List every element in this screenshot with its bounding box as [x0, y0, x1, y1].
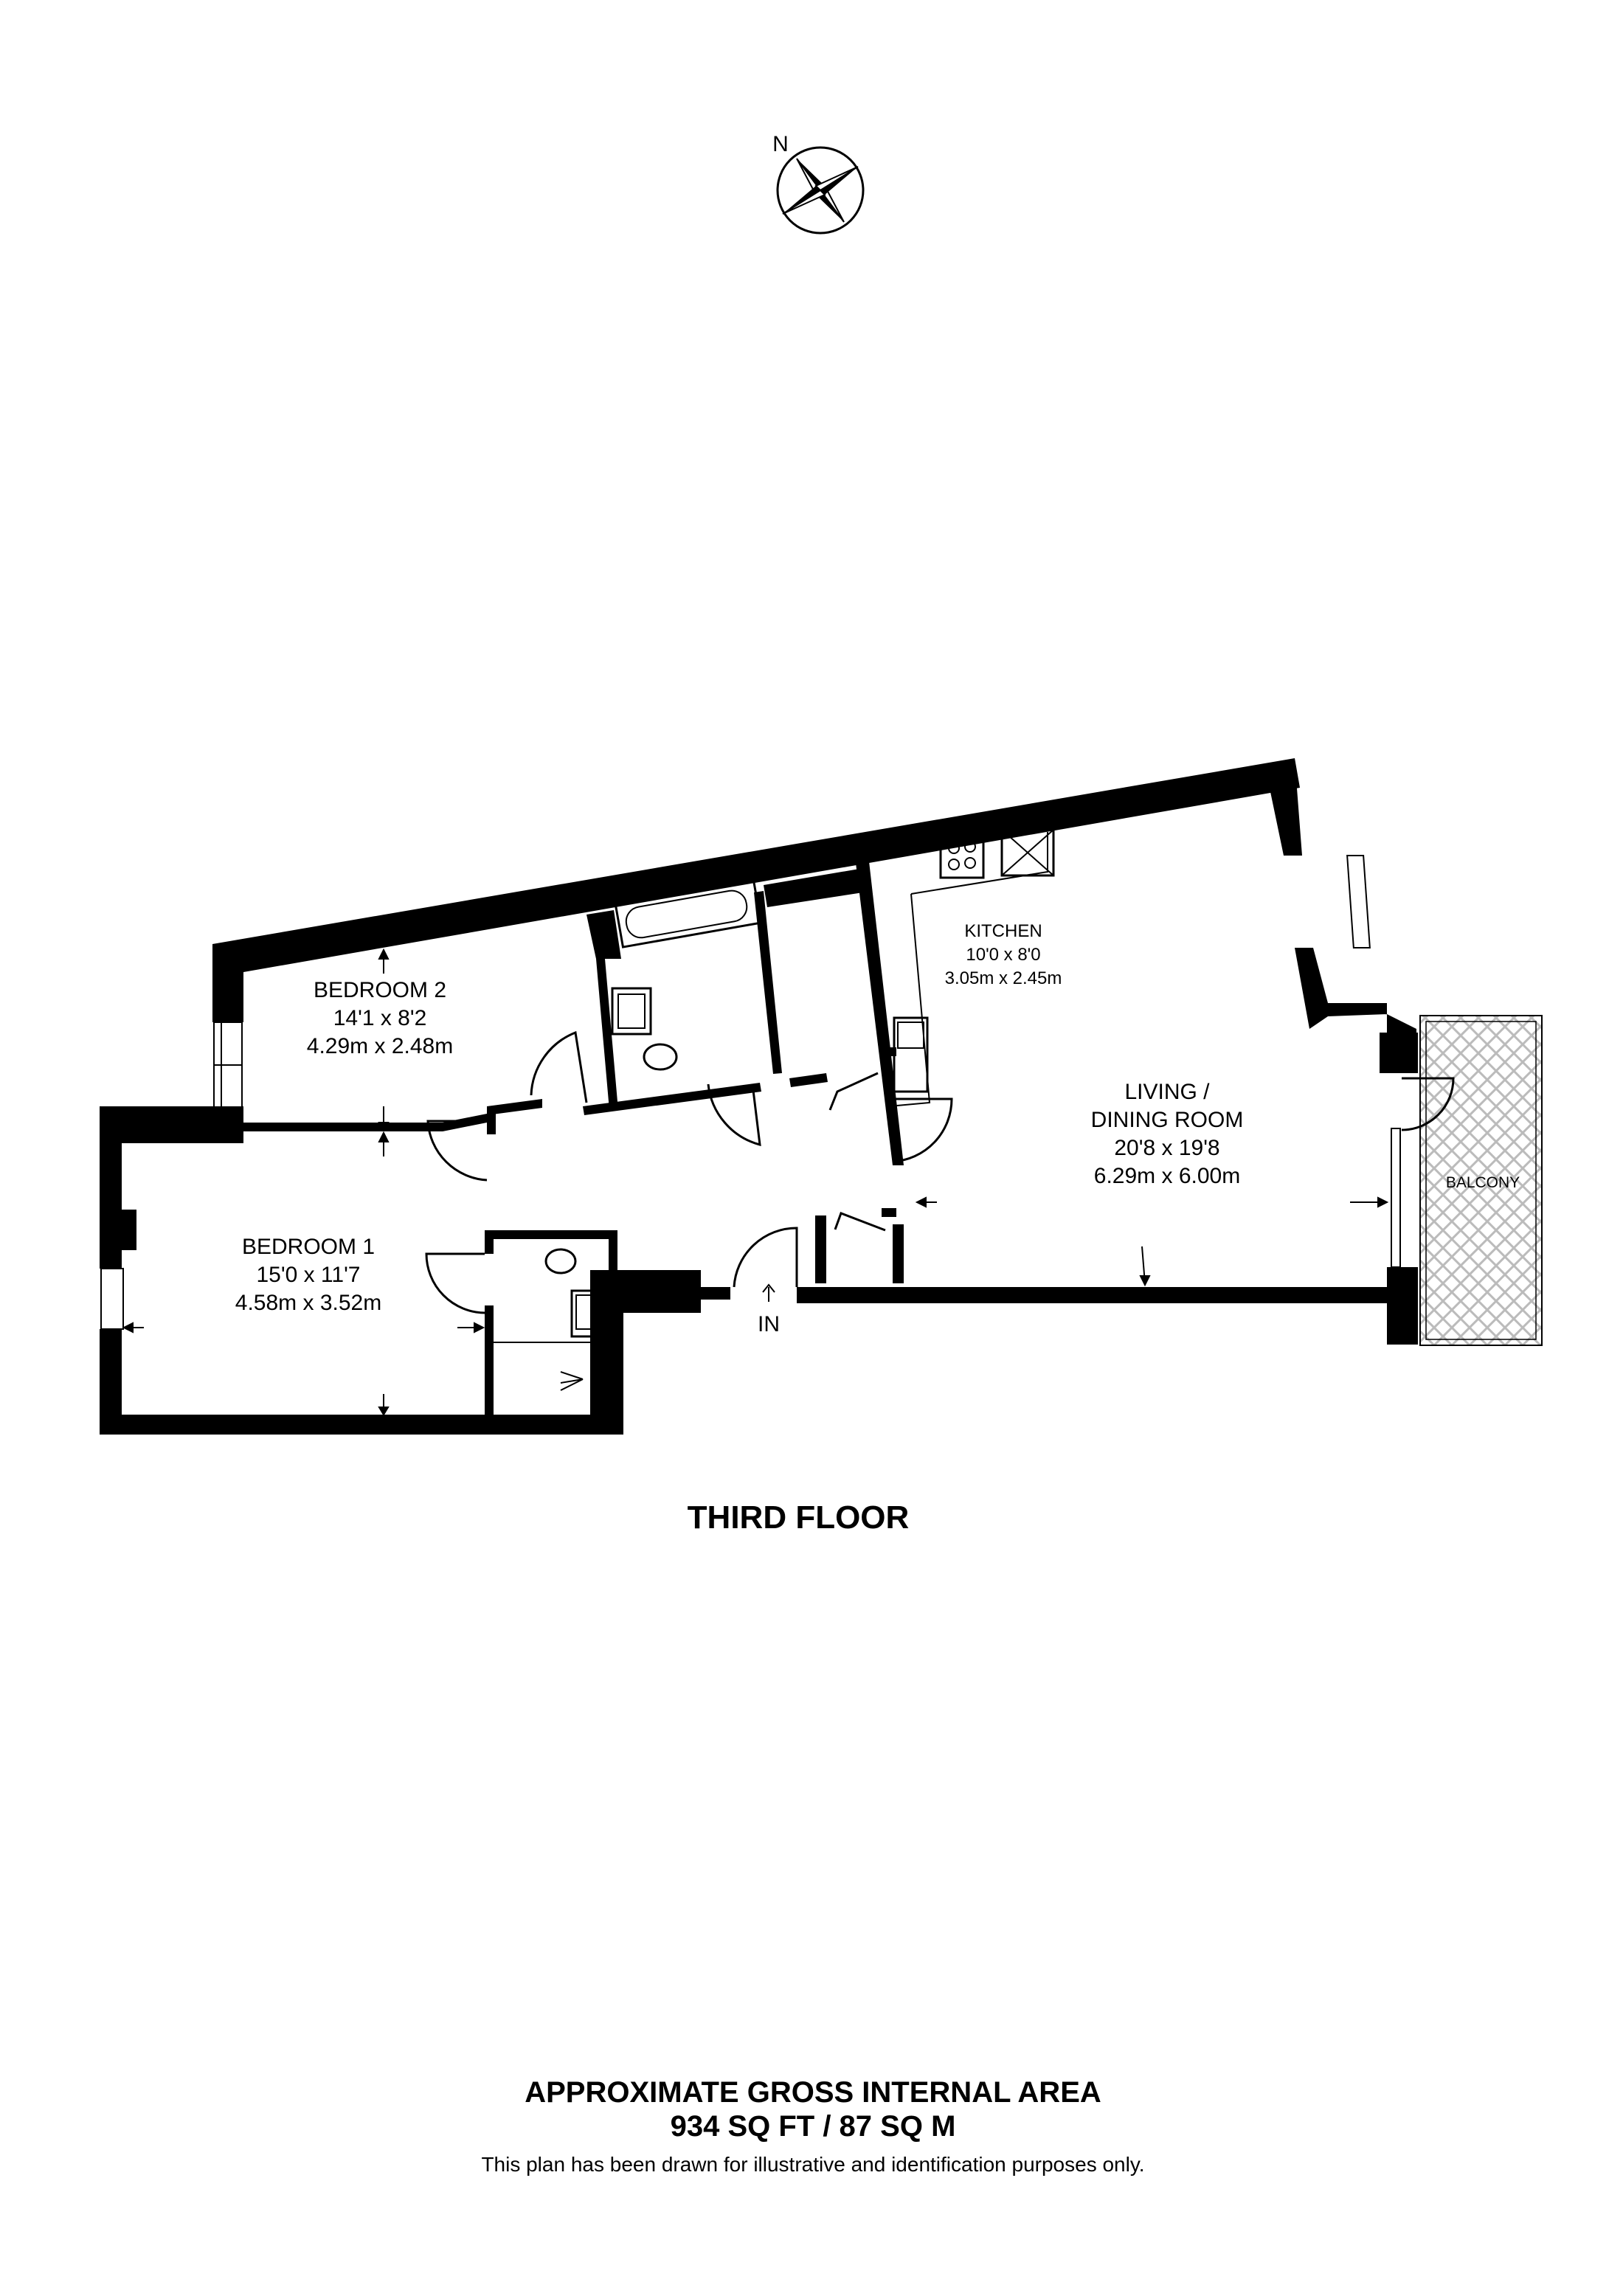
- room-name: BEDROOM 2: [314, 978, 446, 1002]
- sink-icon: [893, 1016, 929, 1093]
- room-balcony: BALCONY: [1446, 1174, 1520, 1191]
- room-size-imperial: 10'0 x 8'0: [966, 945, 1040, 965]
- hob-icon: [939, 833, 985, 879]
- washbasin-icon: [570, 1289, 612, 1338]
- room-living-dining: LIVING / DINING ROOM 20'8 x 19'8 6.29m x…: [1091, 1080, 1244, 1188]
- toilet-icon: [643, 1043, 678, 1071]
- compass-rose-icon: N: [772, 132, 865, 235]
- bath-icon: [614, 879, 763, 948]
- dimension-arrows: [122, 948, 1389, 1416]
- balcony: [1419, 1015, 1543, 1346]
- room-name-line1: LIVING /: [1124, 1080, 1210, 1104]
- entrance-label: IN: [758, 1312, 780, 1336]
- north-label: N: [772, 132, 789, 156]
- area-title: APPROXIMATE GROSS INTERNAL AREA: [525, 2076, 1101, 2109]
- room-size-imperial: 14'1 x 8'2: [333, 1006, 427, 1030]
- room-name: KITCHEN: [964, 921, 1042, 941]
- room-bedroom-2: BEDROOM 2 14'1 x 8'2 4.29m x 2.48m: [307, 978, 453, 1058]
- doors: [425, 1030, 1455, 1314]
- kitchen-counter: [888, 832, 1048, 1107]
- fixtures: [489, 828, 1055, 1391]
- room-size-metric: 4.58m x 3.52m: [235, 1291, 381, 1315]
- room-size-metric: 4.29m x 2.48m: [307, 1034, 453, 1058]
- area-value: 934 SQ FT / 87 SQ M: [671, 2110, 956, 2143]
- entrance-arrow-icon: [762, 1283, 775, 1302]
- room-kitchen: KITCHEN 10'0 x 8'0 3.05m x 2.45m: [945, 921, 1062, 988]
- room-size-imperial: 15'0 x 11'7: [256, 1263, 360, 1287]
- room-size-imperial: 20'8 x 19'8: [1114, 1136, 1219, 1160]
- disclaimer: This plan has been drawn for illustrativ…: [481, 2153, 1144, 2176]
- toilet-icon: [544, 1248, 577, 1274]
- room-size-metric: 3.05m x 2.45m: [945, 968, 1062, 988]
- room-size-metric: 6.29m x 6.00m: [1094, 1164, 1240, 1188]
- room-name-line2: DINING ROOM: [1091, 1108, 1244, 1132]
- shower-icon: [489, 1342, 590, 1391]
- room-bedroom-1: BEDROOM 1 15'0 x 11'7 4.58m x 3.52m: [235, 1235, 381, 1315]
- appliance-icon: [1000, 828, 1055, 877]
- washbasin-icon: [611, 987, 652, 1036]
- floor-title: THIRD FLOOR: [688, 1499, 910, 1536]
- room-name: BEDROOM 1: [242, 1235, 375, 1259]
- walls: [100, 758, 1418, 1435]
